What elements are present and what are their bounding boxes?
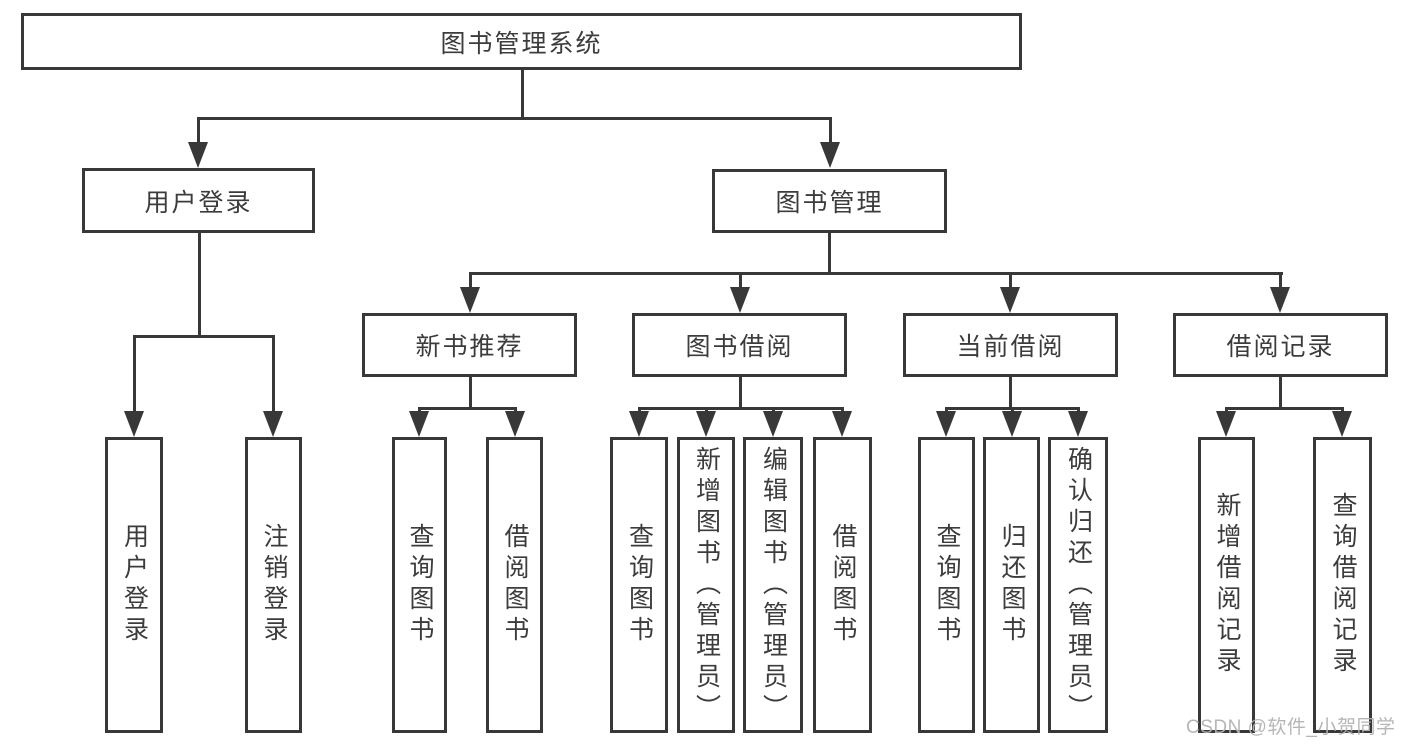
- leaf-borrow-borrow-book: 借阅图书: [813, 437, 872, 733]
- connector-line: [198, 233, 201, 335]
- arrowhead-icon: [1000, 287, 1020, 313]
- connector-line: [133, 335, 275, 338]
- arrowhead-icon: [832, 411, 852, 437]
- node-borrow-record: 借阅记录: [1173, 313, 1388, 377]
- node-current-borrow-label: 当前借阅: [956, 333, 1065, 361]
- leaf-logout-login: 注销登录: [245, 437, 302, 733]
- node-current-borrow: 当前借阅: [903, 313, 1118, 377]
- leaf-newbook-borrow-book: 借阅图书: [486, 437, 543, 733]
- leaf-current-confirm-return-admin: 确认归还（管理员）: [1048, 437, 1108, 733]
- leaf-borrow-borrow-book-label: 借阅图书: [829, 523, 857, 647]
- connector-line: [272, 335, 275, 415]
- connector-line: [197, 117, 200, 147]
- node-book-borrow: 图书借阅: [632, 313, 847, 377]
- arrowhead-icon: [696, 411, 716, 437]
- leaf-borrow-edit-book-admin-label: 编辑图书（管理员）: [759, 445, 788, 725]
- leaf-current-return-book-label: 归还图书: [998, 523, 1026, 647]
- arrowhead-icon: [730, 287, 750, 313]
- connector-line: [521, 70, 524, 118]
- leaf-record-add-record-label: 新增借阅记录: [1213, 492, 1241, 678]
- node-book-management-label: 图书管理: [775, 189, 884, 217]
- connector-line: [133, 335, 136, 415]
- connector-line: [638, 407, 843, 410]
- arrowhead-icon: [629, 411, 649, 437]
- arrowhead-icon: [1068, 411, 1088, 437]
- leaf-current-query-book: 查询图书: [918, 437, 975, 733]
- leaf-borrow-add-book-admin-label: 新增图书（管理员）: [692, 445, 721, 725]
- arrowhead-icon: [188, 142, 208, 168]
- arrowhead-icon: [124, 411, 144, 437]
- leaf-borrow-query-book-label: 查询图书: [625, 523, 654, 647]
- csdn-watermark: CSDN @软件_小贺同学: [1186, 717, 1396, 738]
- arrowhead-icon: [820, 142, 840, 168]
- connector-line: [828, 233, 831, 272]
- arrowhead-icon: [505, 411, 525, 437]
- connector-line: [469, 377, 472, 407]
- connector-line: [469, 272, 1283, 275]
- leaf-record-add-record: 新增借阅记录: [1198, 437, 1255, 733]
- leaf-borrow-query-book: 查询图书: [610, 437, 668, 733]
- connector-line: [1009, 377, 1012, 407]
- connector-line: [1279, 272, 1282, 290]
- connector-line: [739, 377, 742, 407]
- arrowhead-icon: [1332, 411, 1352, 437]
- connector-line: [1009, 272, 1012, 290]
- node-book-borrow-label: 图书借阅: [685, 333, 794, 361]
- connector-line: [469, 272, 472, 290]
- leaf-record-query-record: 查询借阅记录: [1313, 437, 1372, 733]
- leaf-current-query-book-label: 查询图书: [933, 523, 961, 647]
- arrowhead-icon: [1270, 287, 1290, 313]
- connector-line: [1225, 407, 1343, 410]
- arrowhead-icon: [460, 287, 480, 313]
- node-user-login: 用户登录: [82, 168, 315, 233]
- node-borrow-record-label: 借阅记录: [1226, 333, 1335, 361]
- node-root-label: 图书管理系统: [440, 29, 603, 58]
- arrowhead-icon: [763, 411, 783, 437]
- leaf-borrow-edit-book-admin: 编辑图书（管理员）: [743, 437, 803, 733]
- leaf-newbook-query-book: 查询图书: [392, 437, 447, 733]
- node-new-book-recommend: 新书推荐: [362, 313, 577, 377]
- leaf-user-login: 用户登录: [105, 437, 163, 733]
- leaf-logout-login-label: 注销登录: [260, 523, 288, 647]
- leaf-current-confirm-return-admin-label: 确认归还（管理员）: [1064, 445, 1093, 725]
- leaf-borrow-add-book-admin: 新增图书（管理员）: [677, 437, 735, 733]
- connector-line: [418, 407, 517, 410]
- connector-line: [1279, 377, 1282, 407]
- arrowhead-icon: [1216, 411, 1236, 437]
- arrowhead-icon: [409, 411, 429, 437]
- arrowhead-icon: [1002, 411, 1022, 437]
- leaf-user-login-label: 用户登录: [120, 523, 149, 647]
- node-user-login-label: 用户登录: [144, 188, 253, 217]
- arrowhead-icon: [936, 411, 956, 437]
- node-new-book-recommend-label: 新书推荐: [415, 333, 524, 361]
- leaf-newbook-query-book-label: 查询图书: [406, 523, 434, 647]
- node-root: 图书管理系统: [21, 13, 1022, 70]
- node-book-management: 图书管理: [712, 169, 947, 233]
- arrowhead-icon: [263, 411, 283, 437]
- leaf-record-query-record-label: 查询借阅记录: [1329, 492, 1357, 678]
- leaf-current-return-book: 归还图书: [983, 437, 1040, 733]
- connector-line: [829, 117, 832, 147]
- connector-line: [197, 117, 832, 120]
- leaf-newbook-borrow-book-label: 借阅图书: [501, 523, 529, 647]
- connector-line: [739, 272, 742, 290]
